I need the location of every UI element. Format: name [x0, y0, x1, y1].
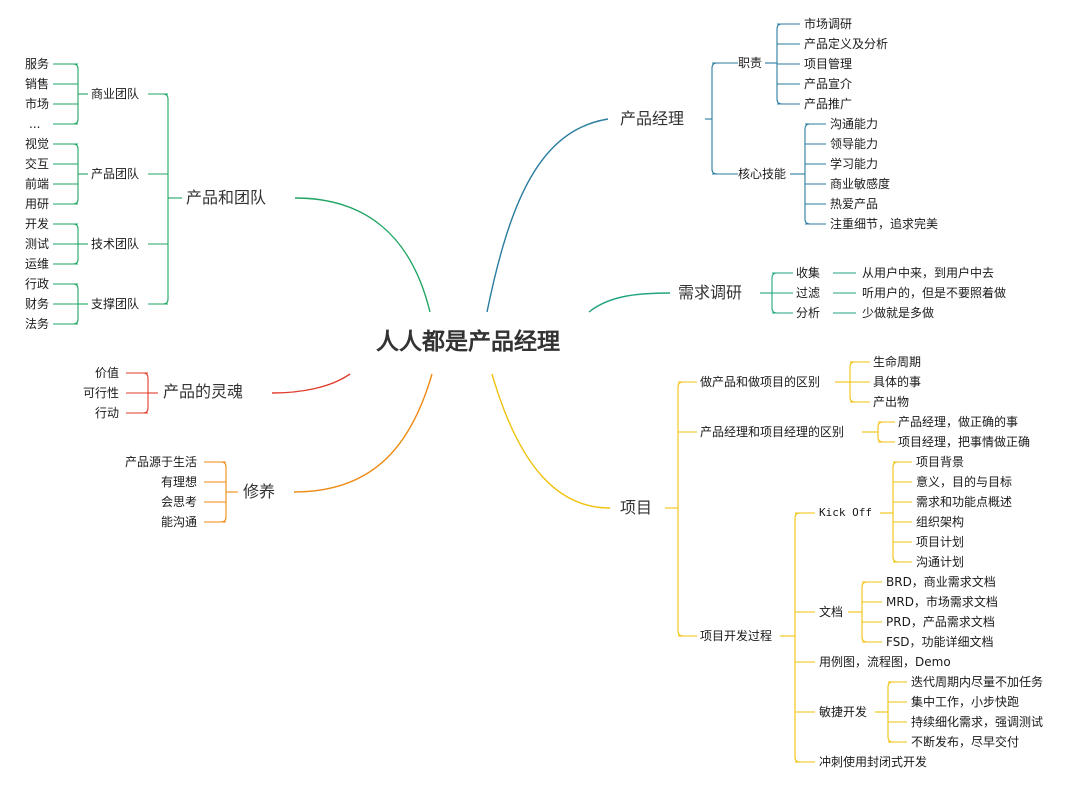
pm-skill-item: 热爱产品 [830, 197, 879, 211]
team-main-curve [294, 197, 431, 313]
team-member: 开发 [25, 217, 50, 231]
proj-diff1-item: 生命周期 [873, 355, 922, 369]
pm-duty-node: 职责 [738, 56, 763, 70]
pm-skill-item: 注重细节，追求完美 [830, 217, 939, 231]
team-member: 法务 [25, 317, 50, 331]
team-member: 服务 [25, 57, 50, 71]
proj-agile-node: 敏捷开发 [819, 705, 868, 719]
soul-item: 价值 [94, 366, 119, 380]
proj-diff2-node: 产品经理和项目经理的区别 [700, 425, 845, 439]
team-member: 财务 [25, 297, 50, 311]
proj-main-curve [491, 373, 611, 509]
req-item: 收集 [796, 266, 821, 280]
soul-item: 行动 [94, 406, 119, 420]
pm-bracket [711, 62, 718, 175]
branch-requirement-research: 需求调研 [678, 283, 743, 302]
docs-bracket [861, 581, 868, 643]
pm-duty-item: 产品宣介 [804, 77, 853, 91]
kickoff-item: 需求和功能点概述 [916, 495, 1013, 509]
team-member: 运维 [25, 257, 50, 271]
team-group-bracket [72, 143, 79, 205]
central-topic: 人人都是产品经理 [376, 329, 560, 355]
branch-product-soul: 产品的灵魂 [163, 382, 244, 401]
kickoff-item: 组织架构 [916, 515, 965, 529]
proj-diff2-bracket [877, 421, 884, 443]
kickoff-bracket [892, 461, 899, 563]
proj-dev-bracket [794, 512, 801, 763]
cult-main-curve [293, 373, 433, 493]
proj-usecase-node: 用例图，流程图，Demo [819, 655, 951, 669]
docs-item: FSD，功能详细文档 [886, 635, 994, 649]
team-member: 销售 [25, 77, 50, 91]
proj-sprint-node: 冲刺使用封闭式开发 [819, 755, 928, 769]
req-main-curve [588, 292, 671, 313]
docs-item: BRD，商业需求文档 [886, 575, 996, 589]
cult-item: 会思考 [160, 495, 197, 509]
soul-main-curve [271, 373, 351, 394]
cult-bracket [220, 461, 227, 523]
team-member: 用研 [25, 197, 50, 211]
req-leaf: 听用户的，但是不要照着做 [862, 286, 1007, 300]
team-bracket [162, 93, 169, 305]
team-group: 支撑团队 [91, 297, 140, 311]
team-group: 产品团队 [91, 167, 140, 181]
proj-bracket [677, 381, 684, 637]
team-group-bracket [72, 63, 79, 125]
agile-item: 集中工作，小步快跑 [911, 695, 1020, 709]
team-group: 商业团队 [91, 87, 140, 101]
pm-skill-item: 商业敏感度 [830, 177, 891, 191]
branch-project: 项目 [620, 498, 653, 517]
team-member: 前端 [25, 177, 50, 191]
agile-item: 持续细化需求，强调测试 [911, 715, 1044, 729]
team-member: 交互 [25, 157, 50, 171]
team-member: 测试 [25, 237, 50, 251]
pm-skill-bracket [804, 123, 811, 225]
proj-dev-node: 项目开发过程 [700, 629, 773, 643]
pm-skill-node: 核心技能 [738, 167, 787, 181]
req-item: 过滤 [796, 286, 821, 300]
agile-item: 迭代周期内尽量不加任务 [911, 675, 1044, 689]
pm-skill-item: 领导能力 [830, 137, 879, 151]
req-item: 分析 [796, 306, 821, 320]
proj-diff2-item: 项目经理，把事情做正确 [898, 435, 1031, 449]
soul-item: 可行性 [82, 386, 119, 400]
req-leaf: 从用户中来，到用户中去 [862, 266, 995, 280]
proj-diff1-item: 产出物 [873, 395, 910, 409]
docs-item: MRD，市场需求文档 [886, 595, 998, 609]
proj-docs-node: 文档 [819, 605, 844, 619]
team-member: 行政 [25, 277, 50, 291]
team-member: 视觉 [25, 137, 50, 151]
cult-item: 有理想 [160, 475, 197, 489]
proj-diff1-item: 具体的事 [873, 375, 922, 389]
req-leaf: 少做就是多做 [862, 306, 935, 320]
kickoff-item: 意义，目的与目标 [916, 475, 1013, 489]
pm-duty-item: 产品定义及分析 [804, 37, 889, 51]
team-member: 市场 [25, 97, 50, 111]
kickoff-item: 项目背景 [916, 455, 965, 469]
branch-cultivation: 修养 [243, 482, 276, 501]
branch-product-team: 产品和团队 [186, 188, 267, 207]
proj-diff2-item: 产品经理，做正确的事 [898, 415, 1019, 429]
cult-item: 能沟通 [160, 515, 197, 529]
pm-duty-item: 项目管理 [804, 57, 853, 71]
cult-item: 产品源于生活 [124, 455, 197, 469]
agile-item: 不断发布，尽早交付 [911, 735, 1020, 749]
team-group: 技术团队 [91, 237, 140, 251]
kickoff-item: 沟通计划 [916, 555, 965, 569]
docs-item: PRD，产品需求文档 [886, 615, 995, 629]
proj-diff1-node: 做产品和做项目的区别 [700, 375, 821, 389]
pm-skill-item: 沟通能力 [830, 117, 879, 131]
proj-kickoff-node: Kick Off [819, 506, 872, 519]
pm-duty-item: 产品推广 [804, 97, 853, 111]
team-member: ... [29, 117, 41, 131]
branch-product-manager: 产品经理 [620, 109, 685, 128]
pm-main-curve [486, 118, 609, 313]
pm-duty-item: 市场调研 [804, 17, 853, 31]
pm-skill-item: 学习能力 [830, 157, 879, 171]
kickoff-item: 项目计划 [916, 535, 965, 549]
agile-bracket [887, 681, 894, 743]
